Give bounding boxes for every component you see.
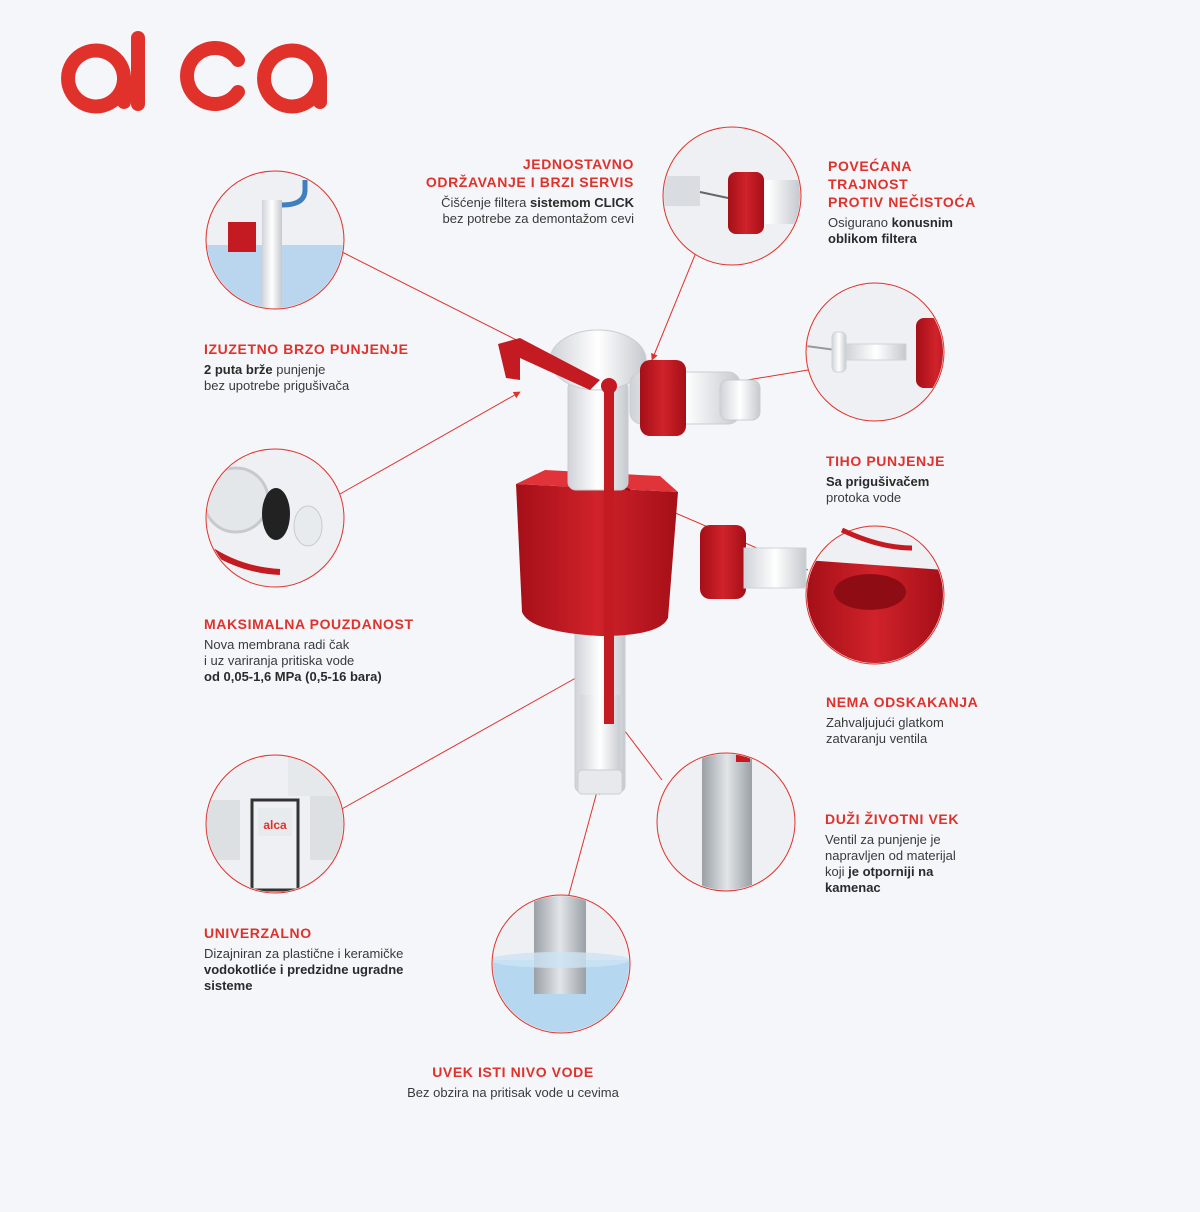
- feature-easy-maintenance: JEDNOSTAVNO ODRŽAVANJE I BRZI SERVIS Čiš…: [400, 155, 634, 227]
- detail-circle-cone-filter: [805, 282, 945, 422]
- feature-title: TIHO PUNJENJE: [826, 453, 946, 469]
- feature-title: POVEĆANA TRAJNOST PROTIV NEČISTOĆA: [828, 158, 976, 210]
- feature-description: Bez obzira na pritisak vode u cevima: [407, 1085, 619, 1100]
- feature-water-level: UVEK ISTI NIVO VODE Bez obzira na pritis…: [380, 1063, 646, 1101]
- feature-quiet-fill: TIHO PUNJENJE Sa prigušivačem protoka vo…: [826, 452, 1026, 506]
- feature-title: UVEK ISTI NIVO VODE: [432, 1064, 594, 1080]
- feature-durability: POVEĆANA TRAJNOST PROTIV NEČISTOĆA Osigu…: [828, 157, 1028, 247]
- detail-circle-no-bounce: [700, 525, 945, 665]
- feature-title: NEMA ODSKAKANJA: [826, 694, 979, 710]
- feature-description: Zahvaljujući glatkom zatvaranju ventila: [826, 715, 944, 746]
- feature-title: JEDNOSTAVNO ODRŽAVANJE I BRZI SERVIS: [425, 156, 634, 190]
- detail-circle-universal: [205, 754, 345, 894]
- feature-description: Nova membrana radi čak i uz variranja pr…: [204, 637, 382, 684]
- feature-title: UNIVERZALNO: [204, 925, 312, 941]
- feature-description: Dizajniran za plastične i keramičke vodo…: [204, 946, 404, 993]
- feature-title: DUŽI ŽIVOTNI VEK: [825, 811, 960, 827]
- feature-fast-fill: IZUZETNO BRZO PUNJENJE 2 puta brže punje…: [204, 340, 444, 394]
- feature-longer-lifetime: DUŽI ŽIVOTNI VEK Ventil za punjenje je n…: [825, 810, 1025, 896]
- feature-title: MAKSIMALNA POUZDANOST: [204, 616, 414, 632]
- feature-description: 2 puta brže punjenje bez upotrebe priguš…: [204, 362, 350, 393]
- alca-logo: [61, 31, 327, 114]
- detail-circle-water-level: [491, 894, 631, 1034]
- feature-title: IZUZETNO BRZO PUNJENJE: [204, 341, 409, 357]
- detail-circle-click-filter: [662, 126, 802, 266]
- feature-description: Sa prigušivačem protoka vode: [826, 474, 930, 505]
- detail-circle-fast-fill: [205, 170, 345, 310]
- float-valve: [498, 329, 761, 795]
- detail-circle-membrane: [205, 448, 345, 588]
- feature-universal: UNIVERZALNO Dizajniran za plastične i ke…: [204, 924, 464, 994]
- frame-logo-text: alca: [263, 818, 287, 832]
- detail-circle-lifetime: [656, 752, 796, 892]
- feature-reliability: MAKSIMALNA POUZDANOST Nova membrana radi…: [204, 615, 464, 685]
- feature-description: Osigurano konusnim oblikom filtera: [828, 215, 953, 246]
- feature-description: Ventil za punjenje je napravljen od mate…: [825, 832, 956, 895]
- feature-description: Čišćenje filtera sistemom CLICK bez potr…: [441, 195, 634, 226]
- feature-no-bounce: NEMA ODSKAKANJA Zahvaljujući glatkom zat…: [826, 693, 1026, 747]
